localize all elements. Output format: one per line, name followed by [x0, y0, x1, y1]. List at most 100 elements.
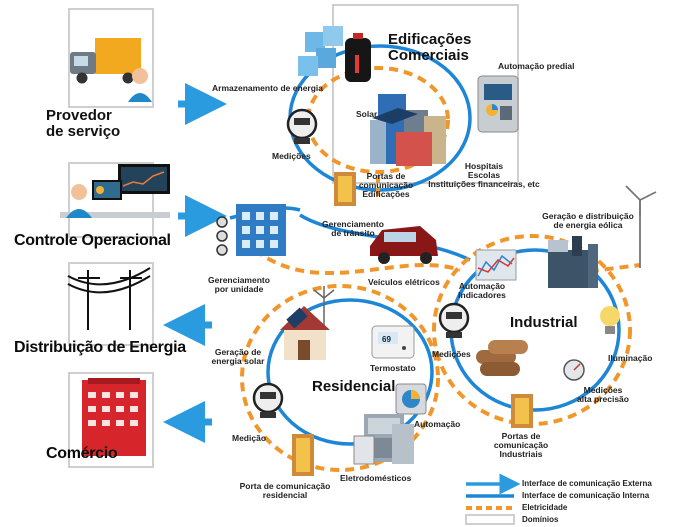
- portas-edif-line2: comunicação: [358, 179, 414, 190]
- medicoes-alta-line1: Medições: [583, 385, 623, 395]
- auto-ind-line2: Indicadores: [458, 289, 506, 300]
- door-residential-icon: [292, 434, 314, 476]
- ger-transito-line1: Gerenciamento: [322, 219, 384, 229]
- indicators-chart-icon: [475, 249, 517, 281]
- geracao-eolica-label: Geração e distribuição de energia eólica: [540, 212, 636, 230]
- meter-top-icon: [286, 108, 318, 144]
- distribuicao-label: Distribuição de Energia: [14, 339, 186, 357]
- portas-ind-line3: Industriais: [499, 448, 543, 459]
- portas-ind-line1: Portas de: [501, 431, 541, 441]
- legend-electric-label: Eletricidade: [522, 503, 568, 512]
- wind-turbine-icon: [625, 185, 657, 268]
- power-line-icon: [67, 267, 151, 330]
- porta-res-line1: Porta de comunicação: [239, 481, 331, 491]
- comercio-label-text: Comércio: [46, 445, 118, 462]
- medicoes-alta-label: Medições alta precisão: [568, 386, 638, 404]
- iluminacao-label: Iluminação: [608, 353, 653, 363]
- eolica-line1: Geração e distribuição: [542, 211, 634, 221]
- auto-ind-line1: Automação: [458, 281, 506, 291]
- portas-edificacoes-label: Portas de comunicação Edificações: [356, 172, 416, 199]
- legend-domain-box: [465, 514, 515, 525]
- house-icon: [280, 306, 330, 360]
- monitor-icon: [60, 164, 170, 218]
- controle-label: Controle Operacional: [14, 232, 171, 250]
- eletrodomesticos-label: Eletrodomésticos: [340, 473, 412, 483]
- portas-industriais-label: Portas de comunicação Industriais: [486, 432, 556, 459]
- portas-edif-line1: Portas de: [366, 171, 406, 181]
- comercio-label: Comércio: [46, 445, 118, 463]
- operator-icon: [66, 184, 92, 218]
- gerenciamento-transito-label: Gerenciamento de trânsito: [318, 220, 388, 238]
- eolica-line2: de energia eólica: [553, 219, 623, 230]
- center-orange-link: [253, 248, 461, 276]
- portas-edif-line3: Edificações: [362, 188, 410, 199]
- automacao-predial-label: Automação predial: [498, 61, 575, 71]
- automacao-residencial-label: Automação: [414, 419, 461, 429]
- battery-icon: [345, 33, 371, 82]
- legend-external-label: Interface de comunicação Externa: [522, 479, 652, 488]
- controle-label-text: Controle Operacional: [14, 232, 171, 249]
- medicao-residencial-label: Medição: [232, 433, 267, 443]
- veiculos-label: Veículos elétricos: [368, 277, 440, 287]
- storage-cubes-icon: [298, 26, 343, 76]
- instituicoes-label: Instituições financeiras, etc: [428, 178, 540, 189]
- commercial-buildings-icon: [370, 94, 446, 166]
- meter-industrial-icon: [438, 302, 470, 338]
- precision-meter-icon: [563, 359, 585, 381]
- distribuicao-label-text: Distribuição de Energia: [14, 339, 186, 356]
- comerciais-title-line2: Comerciais: [388, 46, 469, 64]
- small-wind-turbine-icon: [313, 286, 335, 330]
- armazenamento-label: Armazenamento de energia: [212, 83, 324, 93]
- comerciais-title: Edificações Comerciais: [388, 32, 471, 64]
- institutions-label: Hospitais Escolas Instituições financeir…: [424, 162, 544, 189]
- wind-orange-link: [559, 263, 641, 277]
- hospitais-label: Hospitais: [464, 161, 504, 171]
- industrial-title-text: Industrial: [510, 314, 578, 331]
- gerenciamento-unidade-label: Gerenciamento por unidade: [204, 276, 274, 294]
- geracao-solar-line2: energia solar: [211, 355, 265, 366]
- factory-icon: [548, 236, 598, 288]
- solar-label: Solar: [356, 109, 378, 119]
- upper-orange-loop: [306, 66, 450, 174]
- portas-ind-line2: comunicação: [493, 439, 549, 450]
- truck-icon: [70, 38, 141, 84]
- thermostat-icon: [371, 325, 415, 359]
- unit-management-building-icon: [216, 204, 286, 256]
- door-industrial-icon: [511, 394, 533, 428]
- comerciais-title-line1: Edificações: [388, 31, 472, 48]
- medicoes-top-label: Medições: [272, 151, 311, 161]
- thermostat-display: 69: [382, 335, 391, 344]
- light-bulb-icon: [600, 306, 620, 334]
- red-building-icon: [82, 378, 146, 456]
- provedor-label-line2: de serviço: [46, 122, 121, 140]
- automacao-indicadores-label: Automação Indicadores: [452, 282, 512, 300]
- escolas-label: Escolas: [467, 169, 501, 180]
- porta-residencial-label: Porta de comunicação residencial: [230, 482, 340, 500]
- geracao-solar-line1: Geração de: [214, 347, 262, 357]
- door-edificacoes-icon: [334, 172, 356, 206]
- residential-automation-icon: [395, 383, 427, 415]
- geracao-solar-label: Geração de energia solar: [206, 348, 270, 366]
- residential-blue-loop: [266, 298, 434, 446]
- residencial-title: Residencial: [312, 379, 395, 395]
- electric-car-icon: [370, 226, 438, 264]
- ger-transito-line2: de trânsito: [331, 227, 375, 238]
- paper-rolls-icon: [476, 340, 528, 376]
- provedor-label: Provedor de serviço: [46, 108, 120, 140]
- distribuicao-domain-box: [68, 262, 154, 346]
- meter-residential-icon: [252, 382, 284, 418]
- medicoes-alta-line2: alta precisão: [577, 393, 629, 404]
- appliances-icon: [353, 414, 414, 465]
- legend-internal-label: Interface de comunicação Interna: [522, 491, 650, 500]
- person-icon: [128, 68, 152, 102]
- residencial-title-text: Residencial: [312, 378, 396, 395]
- provedor-label-line1: Provedor: [46, 107, 112, 124]
- legend-domain-label: Domínios: [522, 515, 559, 524]
- medicoes-industrial-label: Medições: [432, 349, 471, 359]
- ger-unidade-line1: Gerenciamento: [208, 275, 270, 285]
- residential-orange-loop: [240, 284, 440, 472]
- termostato-label: Termostato: [370, 363, 416, 373]
- industrial-title: Industrial: [510, 315, 578, 331]
